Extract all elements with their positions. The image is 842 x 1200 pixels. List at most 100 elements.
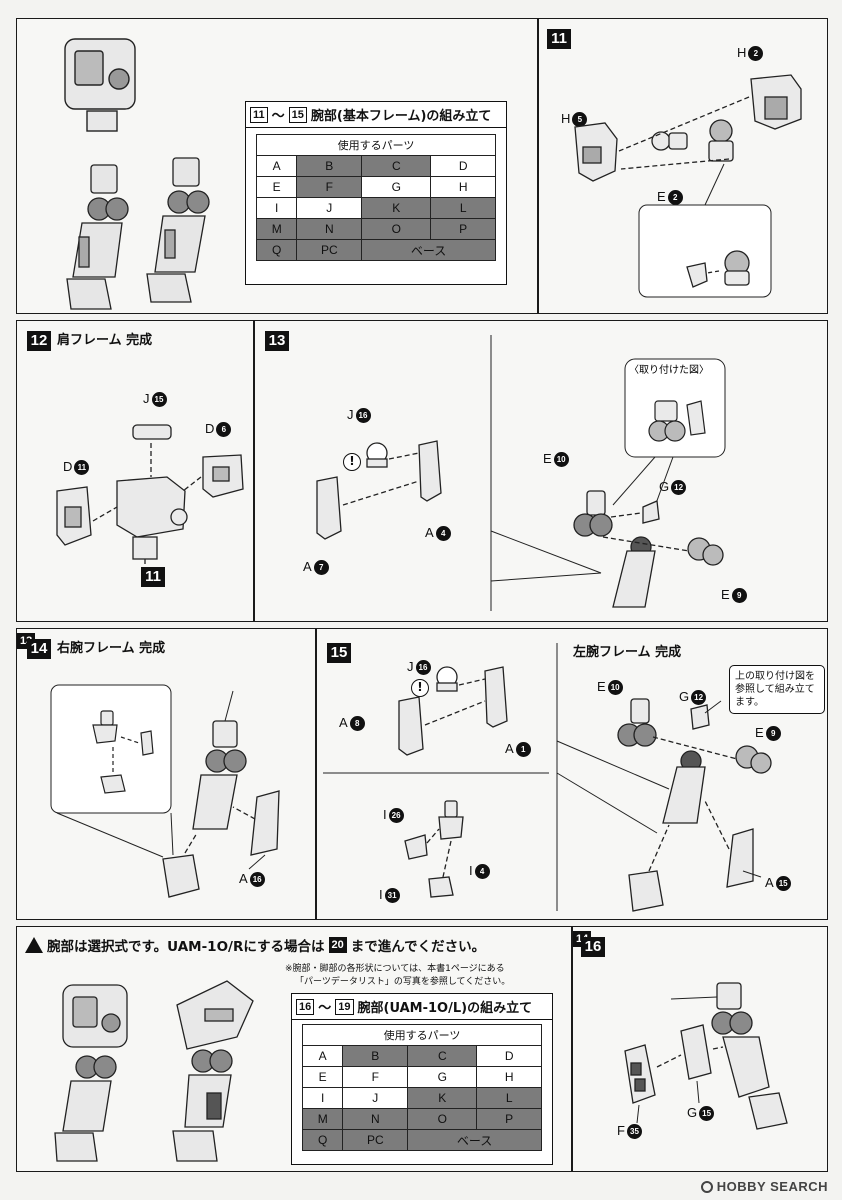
runner-cell-p: P [430, 218, 496, 240]
runner-cell-d: D [430, 155, 496, 177]
runner-cell-o: O [361, 218, 432, 240]
parts-caption: 使用するパーツ [302, 1024, 542, 1046]
completed-arm-options-drawing [54, 980, 254, 1162]
runner-cell-h: H [430, 176, 496, 198]
watermark-logo-icon [700, 1180, 713, 1193]
step-title: 肩フレーム 完成 [57, 333, 153, 348]
runner-cell-c: C [361, 155, 432, 177]
runner-cell-e: E [255, 176, 298, 198]
parts-table-header: 16 〜 19 腕部(UAM-1O/L)の組み立て [292, 994, 552, 1020]
runner-cell-k: K [407, 1087, 478, 1109]
runner-cell-a: A [255, 155, 298, 177]
assembly-note: 上の取り付け図を参照して組み立てます。 [729, 665, 825, 714]
range-end: 19 [335, 998, 354, 1015]
runner-cell-h: H [476, 1066, 542, 1088]
runner-cell-n: N [342, 1108, 409, 1130]
step-14-panel: 14 右腕フレーム 完成 13 I5 I22 I30 A16 [16, 628, 316, 920]
runner-cell-b: B [296, 155, 363, 177]
parts-table-header: 11 〜 15 腕部(基本フレーム)の組み立て [246, 102, 506, 128]
completed-arm-drawing [146, 157, 210, 303]
runner-cell-k: K [361, 197, 432, 219]
runner-cell-j: J [342, 1087, 409, 1109]
step-13-diagram: 〈取り付けた図〉 [316, 335, 726, 611]
runner-cell-extra: Q [301, 1129, 344, 1151]
runner-cell-p: P [476, 1108, 542, 1130]
runner-cell-d: D [476, 1045, 542, 1067]
step-14-diagram [50, 684, 280, 898]
runner-cell-c: C [407, 1045, 478, 1067]
hobby-search-watermark: HOBBY SEARCH [700, 1179, 828, 1194]
step-number: 15 [327, 643, 351, 663]
warning-ref-step: 20 [328, 937, 347, 953]
step-12-diagram [56, 424, 244, 567]
arm-selection-panel: 腕部は選択式です。UAM-1O/Rにする場合は 20 まで進んでください。 ※腕… [16, 926, 572, 1172]
runner-cell-extra: ベース [407, 1129, 542, 1151]
parts-caption: 使用するパーツ [256, 134, 496, 156]
warning-banner: 腕部は選択式です。UAM-1O/Rにする場合は 20 まで進んでください。 [25, 935, 485, 955]
runner-cell-f: F [342, 1066, 409, 1088]
caution-icon: ! [411, 679, 429, 697]
note-line-1: ※腕部・脚部の各形状については、本書1ページにある [285, 964, 505, 974]
section-title: 腕部(基本フレーム)の組み立て [310, 109, 492, 124]
runner-cell-m: M [255, 218, 298, 240]
warning-icon [25, 937, 43, 953]
runner-cell-m: M [301, 1108, 344, 1130]
runner-cell-a: A [301, 1045, 344, 1067]
section-title: 腕部(UAM-1O/L)の組み立て [357, 1001, 533, 1016]
runner-cell-l: L [430, 197, 496, 219]
runner-cell-g: G [407, 1066, 478, 1088]
step-16-panel: 16 14 G15 F35 [572, 926, 828, 1172]
caution-icon: ! [343, 453, 361, 471]
range-start: 16 [296, 998, 315, 1015]
runner-cell-i: I [301, 1087, 344, 1109]
runner-cell-g: G [361, 176, 432, 198]
runner-cell-l: L [476, 1087, 542, 1109]
step-number: 12 [27, 331, 51, 351]
runner-cell-f: F [296, 176, 363, 198]
runner-cell-n: N [296, 218, 363, 240]
step-number: 14 [27, 639, 51, 659]
range-start: 11 [250, 106, 268, 123]
inset-title: 〈取り付けた図〉 [629, 363, 709, 376]
runner-cell-i: I [255, 197, 298, 219]
completed-torso-drawing [64, 38, 136, 310]
runner-cell-j: J [296, 197, 363, 219]
runner-cell-o: O [407, 1108, 478, 1130]
reference-step: 11 [141, 567, 165, 587]
step-title: 右腕フレーム 完成 [57, 641, 166, 656]
step-16-diagram [624, 982, 788, 1130]
step-number: 13 [265, 331, 289, 351]
runner-cell-extra: PC [296, 239, 363, 261]
note-line-2: 「パーツデータリスト」の写真を参照してください。 [295, 977, 511, 987]
